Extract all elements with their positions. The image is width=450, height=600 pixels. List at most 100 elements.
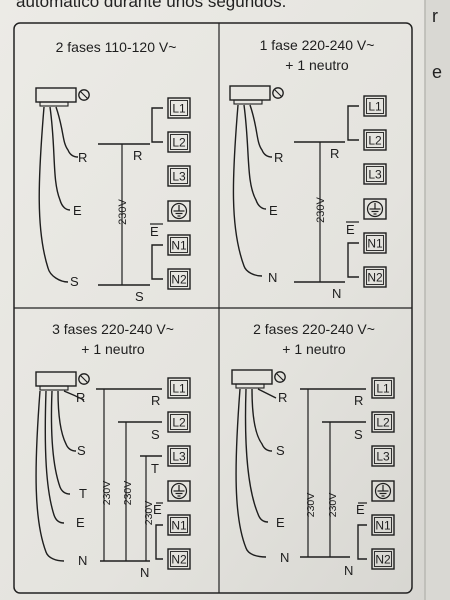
- bridge-l1-l2: [347, 105, 359, 141]
- cable-s: [251, 388, 273, 452]
- terminal-1-box: [371, 411, 395, 433]
- terminal-4-inner: [374, 517, 392, 533]
- terminal-5-box: [371, 548, 395, 570]
- voltage-label-1: 230V: [305, 493, 317, 518]
- terminal-1-box: [167, 411, 191, 433]
- connector-screw-icon: [78, 373, 90, 385]
- terminal-2-label: L3: [172, 170, 186, 184]
- earth-terminal-box: [167, 480, 191, 502]
- mid-label-r: R: [133, 148, 142, 163]
- margin-letter-e: e: [432, 62, 442, 82]
- cable-label-e: E: [76, 515, 85, 530]
- cable-e: [44, 390, 65, 524]
- mid-label-s: S: [354, 427, 363, 442]
- cable-n: [232, 104, 263, 277]
- terminal-1-box: [167, 131, 191, 153]
- mid-label-n: N: [344, 563, 353, 578]
- terminal-1-label: L2: [172, 416, 186, 430]
- terminal-4-box: [167, 234, 191, 256]
- terminal-0-inner: [366, 98, 384, 114]
- bridge-n1-n2: [155, 524, 163, 560]
- panel-title-line-2: + 1 neutro: [81, 341, 145, 357]
- bridge-n1-n2: [347, 242, 359, 278]
- terminal-2-label: L3: [172, 450, 186, 464]
- earth-label: E: [153, 502, 162, 517]
- cable-label-r: R: [76, 390, 85, 405]
- terminal-5-inner: [374, 551, 392, 567]
- voltage-label: 230V: [315, 196, 327, 222]
- earth-label: E: [346, 222, 355, 237]
- terminal-0-box: [167, 377, 191, 399]
- terminal-4-inner: [366, 235, 384, 251]
- cable-s: [38, 106, 69, 283]
- terminal-5-box: [167, 548, 191, 570]
- terminal-5-inner: [170, 551, 188, 567]
- terminal-4-box: [371, 514, 395, 536]
- terminal-2-label: L3: [376, 450, 390, 464]
- cable-t: [50, 390, 71, 495]
- cable-label-r: R: [278, 390, 287, 405]
- terminal-0-label: L1: [368, 100, 382, 114]
- cable-n: [235, 388, 267, 558]
- terminal-5-label: N2: [171, 273, 187, 287]
- cable-label-e: E: [276, 515, 285, 530]
- earth-terminal-box: [363, 198, 387, 220]
- panel-title-line-2: + 1 neutro: [285, 57, 349, 73]
- mid-label-s: S: [135, 289, 144, 304]
- terminal-2-box: [167, 165, 191, 187]
- connector-base: [39, 101, 69, 107]
- earth-icon: [170, 202, 188, 220]
- terminal-1-label: L2: [172, 136, 186, 150]
- panel-title-line-1: 2 fases 220-240 V~: [253, 321, 375, 337]
- panel-1-fase-220: 1 fase 220-240 V~+ 1 neutroL1L2L3N1N2REN…: [229, 37, 387, 301]
- panel-title-line-1: 1 fase 220-240 V~: [260, 37, 375, 53]
- panel-title-line-1: 3 fases 220-240 V~: [52, 321, 174, 337]
- cable-e: [244, 388, 269, 523]
- terminal-1-inner: [170, 134, 188, 150]
- terminal-0-box: [363, 95, 387, 117]
- panel-title-line-2: + 1 neutro: [282, 341, 346, 357]
- earth-terminal-box: [167, 200, 191, 222]
- terminal-5-label: N2: [367, 271, 383, 285]
- cable-r: [63, 390, 85, 401]
- cable-label-r: R: [78, 150, 87, 165]
- screw-slot: [80, 375, 88, 383]
- voltage-label-2: 230V: [327, 493, 339, 518]
- panel-3-fases-220: 3 fases 220-240 V~+ 1 neutroL1L2L3N1N2RS…: [35, 321, 191, 580]
- terminal-1-label: L2: [368, 134, 382, 148]
- terminal-2-inner: [374, 448, 392, 464]
- terminal-5-label: N2: [171, 553, 187, 567]
- bridge-n1-n2: [151, 244, 163, 280]
- connector-base: [235, 383, 265, 389]
- terminal-0-box: [167, 97, 191, 119]
- panel-title: 2 fases 110-120 V~: [56, 39, 177, 55]
- terminal-2-box: [371, 445, 395, 467]
- panel-2-fases-220: 2 fases 220-240 V~+ 1 neutroL1L2L3N1N2RS…: [231, 321, 395, 578]
- terminal-0-label: L1: [172, 102, 186, 116]
- terminal-1-inner: [170, 414, 188, 430]
- bridge-l1-l2: [151, 107, 163, 143]
- cable-n: [35, 390, 65, 562]
- earth-terminal-box: [371, 480, 395, 502]
- cable-label-s: S: [276, 443, 285, 458]
- cable-label-n: N: [280, 550, 289, 565]
- earth-icon: [366, 200, 384, 218]
- terminal-1-label: L2: [376, 416, 390, 430]
- terminal-2-label: L3: [368, 168, 382, 182]
- connector-screw-icon: [274, 371, 286, 383]
- terminal-2-inner: [366, 166, 384, 182]
- margin-letter-r: r: [432, 6, 438, 26]
- terminal-2-inner: [170, 448, 188, 464]
- cable-r: [249, 104, 273, 158]
- terminal-5-inner: [366, 269, 384, 285]
- mid-label-r: R: [354, 393, 363, 408]
- cable-r: [257, 388, 277, 399]
- mid-label-n: N: [332, 286, 341, 301]
- mid-label-n: N: [140, 565, 149, 580]
- terminal-4-box: [363, 232, 387, 254]
- cable-label-r: R: [274, 150, 283, 165]
- earth-label: E: [356, 502, 365, 517]
- terminal-4-label: N1: [171, 239, 187, 253]
- cable-e: [243, 104, 267, 210]
